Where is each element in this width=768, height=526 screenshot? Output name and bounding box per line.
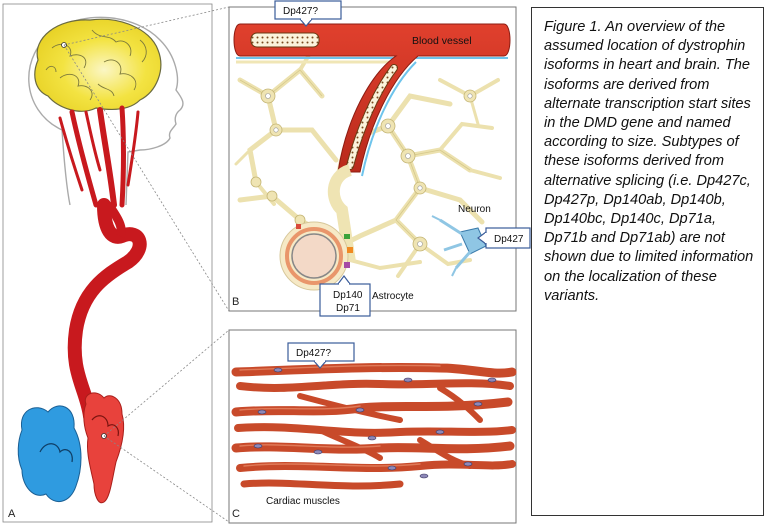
figure-caption-box: Figure 1. An overview of the assumed loc… <box>531 7 764 516</box>
callout-neuron-label: Dp427 <box>494 234 524 245</box>
panel-c-letter: C <box>232 508 240 520</box>
callout-astro-line2: Dp71 <box>336 303 360 314</box>
figure-caption: Figure 1. An overview of the assumed loc… <box>544 19 754 304</box>
neck-arteries <box>58 105 140 208</box>
panel-a-letter: A <box>8 508 16 520</box>
heart-blue <box>17 405 82 502</box>
callout-neuron: Dp427 <box>477 227 531 249</box>
cardiac-muscle-highlights <box>239 364 441 467</box>
vessel-branch-lumen-inner <box>347 65 397 169</box>
aorta-branch <box>104 201 126 239</box>
aorta <box>67 198 147 423</box>
astrocyte-nucleus <box>291 233 337 279</box>
callout-muscle-label: Dp427? <box>296 348 331 359</box>
astrocyte-label: Astrocyte <box>372 291 414 302</box>
callout-astro-line1: Dp140 <box>333 290 363 301</box>
panel-b-letter: B <box>232 296 239 308</box>
astrocyte-nuclei <box>265 93 473 247</box>
panel-c: Dp427? Cardiac muscles C <box>228 329 517 524</box>
callout-muscle: Dp427? <box>287 342 355 369</box>
callout-astrocyte: Dp140 Dp71 <box>319 275 371 317</box>
heart-blue-fold <box>39 443 73 463</box>
zoom-guides <box>63 6 230 523</box>
callout-vessel-label: Dp427? <box>283 6 318 17</box>
astrocyte-main <box>279 164 356 291</box>
vessel-lumen <box>250 32 320 48</box>
neuron-label: Neuron <box>458 204 491 215</box>
neuron <box>431 215 487 277</box>
astrocyte-ring <box>285 227 343 285</box>
astrocyte-processes-outline <box>239 69 471 245</box>
panel-b: Blood vessel Dp427? Astrocyte Dp140 D <box>228 0 531 317</box>
panel-a: A <box>2 3 213 523</box>
cardiac-nuclei <box>253 367 497 479</box>
heart-red-fold <box>91 415 119 437</box>
brain-shape <box>34 18 162 112</box>
brain-folds <box>45 29 147 101</box>
callout-vessel: Dp427? <box>274 0 342 27</box>
cardiac-muscles-label: Cardiac muscles <box>266 496 340 507</box>
heart-red <box>83 392 125 504</box>
neck-outline <box>61 129 71 206</box>
blood-vessel-label: Blood vessel <box>412 35 472 47</box>
